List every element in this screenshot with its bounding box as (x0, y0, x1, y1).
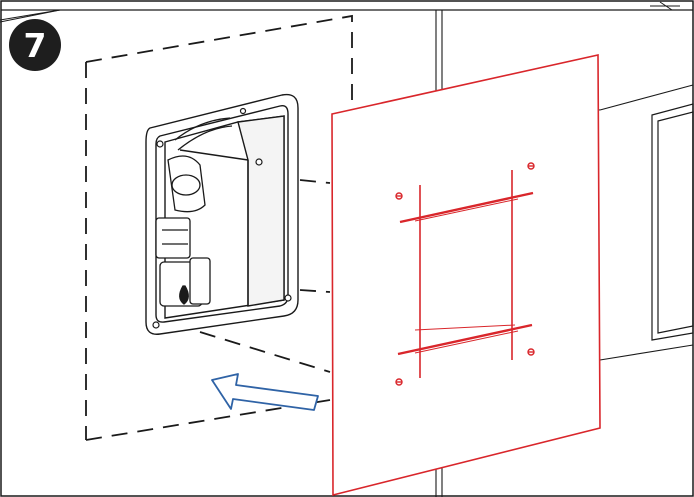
valve-assembly-icon (155, 117, 233, 307)
recess-outline (85, 14, 353, 441)
step-number-badge: 7 (9, 19, 61, 71)
wall-opening (651, 103, 694, 341)
direction-arrow-icon (211, 373, 319, 411)
box-screws (152, 107, 292, 329)
plate-screw-holes (395, 162, 535, 386)
mounting-plate-icon (331, 54, 601, 497)
top-edge-detail (650, 1, 680, 11)
